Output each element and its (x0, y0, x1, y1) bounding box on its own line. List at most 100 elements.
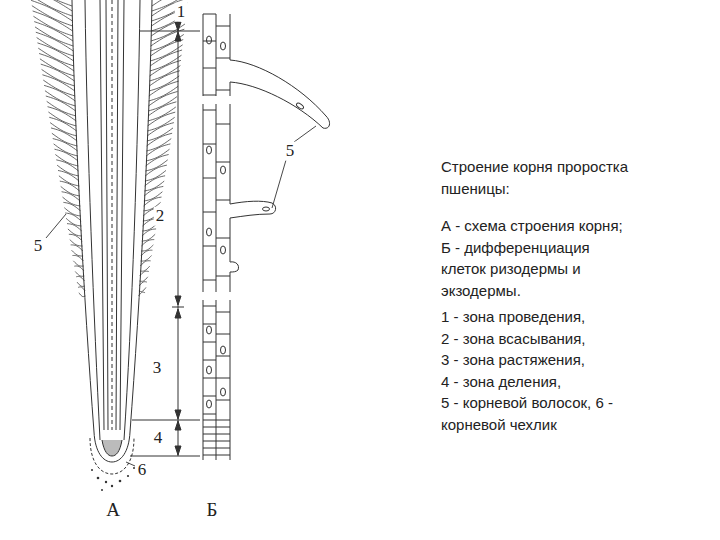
cell-wall (203, 246, 216, 247)
stele-line (112, 0, 113, 430)
legend-note: 4 - зона деления, (441, 371, 633, 393)
stele-line (120, 0, 124, 430)
root-hair (150, 55, 182, 71)
hair-bud (230, 262, 239, 272)
cell-walls (203, 14, 230, 455)
root-hair (62, 192, 81, 201)
cell-wall (216, 356, 230, 357)
zone-number: 1 (175, 3, 188, 22)
root-hair (48, 107, 77, 121)
root-hair (48, 112, 76, 126)
meristem (102, 440, 122, 456)
cell-wall (203, 41, 216, 42)
zone-number: 4 (152, 429, 165, 448)
root-hair (144, 181, 164, 191)
legend-note: 2 - зона всасывания, (441, 328, 633, 350)
cell-wall (216, 238, 230, 239)
root-hair (145, 165, 167, 176)
cell-wall (203, 448, 230, 449)
root-hair (56, 160, 78, 171)
root-hair (59, 176, 79, 186)
stele-line (116, 0, 118, 430)
root-hair (37, 43, 73, 61)
root-hair-cell (230, 201, 276, 218)
cell-wall (203, 14, 216, 15)
cell-wall (203, 110, 216, 111)
root-hair (54, 149, 78, 161)
nucleus (221, 388, 226, 396)
root-cap (90, 438, 134, 474)
cell-wall (216, 312, 230, 313)
root-hair (146, 144, 170, 156)
root-hair (53, 139, 78, 151)
cell-wall (216, 276, 230, 277)
panel-letter: Б (205, 500, 220, 521)
root-hair (40, 59, 74, 76)
root-hair (145, 170, 166, 181)
nucleus (207, 146, 212, 154)
leader-lines (46, 126, 316, 466)
stele-line (106, 0, 108, 430)
cell-wall (216, 334, 230, 335)
root-hair (61, 186, 80, 196)
figure-title: Строение корня проростка пшеницы: (441, 156, 633, 199)
root-hair-cell (230, 60, 330, 128)
nucleus (221, 246, 226, 254)
cell-wall (203, 212, 216, 213)
cell-wall (216, 58, 230, 59)
root-hair (148, 102, 176, 116)
cap-cells (91, 467, 135, 491)
nucleus (221, 166, 226, 174)
root-hair (148, 91, 177, 106)
nucleus (207, 400, 212, 408)
cell-wall (216, 378, 230, 379)
cell-wall (216, 200, 230, 201)
nucleus (207, 326, 212, 334)
cell-wall (203, 178, 216, 179)
nucleus (263, 207, 270, 211)
legend-note: 5 - корневой волосок, 6 - корневой чехли… (441, 392, 633, 435)
panel-letter: А (104, 500, 122, 521)
nucleus (207, 228, 212, 236)
root-hairs (29, 0, 189, 297)
cortex-line (85, 0, 100, 440)
root-hair (38, 48, 74, 66)
nucleus (207, 366, 212, 374)
callout-number: 5 (32, 237, 45, 256)
root-hair (35, 27, 73, 46)
cell-wall (203, 95, 216, 96)
zone-dimension (130, 22, 200, 456)
nucleus (221, 346, 226, 354)
root-hair (58, 170, 79, 181)
root-hair (71, 245, 83, 251)
cell-wall (203, 427, 230, 428)
cell-wall (203, 144, 216, 145)
caption-column: Строение корня проростка пшеницы:А - схе… (441, 156, 633, 435)
cell-wall (203, 396, 216, 397)
cell-wall (203, 378, 216, 379)
root-hair (144, 186, 163, 196)
callout-number: 5 (284, 142, 297, 161)
root-outline (130, 0, 152, 432)
root-hair (148, 112, 176, 126)
root-hair (152, 3, 188, 21)
cell-wall (203, 306, 216, 307)
cell-wall (203, 360, 216, 361)
legend-note: 1 - зона проведения, (441, 306, 633, 328)
root-hair (141, 256, 152, 262)
root-hair (69, 234, 82, 241)
cell-wall (203, 434, 230, 435)
cell-wall (203, 420, 230, 421)
root-hair (141, 240, 154, 246)
cell-wall (203, 324, 216, 325)
cell-wall (203, 68, 216, 69)
cell-wall (216, 14, 217, 460)
root-hair (37, 38, 74, 56)
nuclei (207, 36, 226, 408)
zone-number: 3 (151, 359, 164, 378)
root-hair (72, 255, 83, 261)
root-hair (146, 155, 169, 166)
root-hair (148, 107, 176, 121)
